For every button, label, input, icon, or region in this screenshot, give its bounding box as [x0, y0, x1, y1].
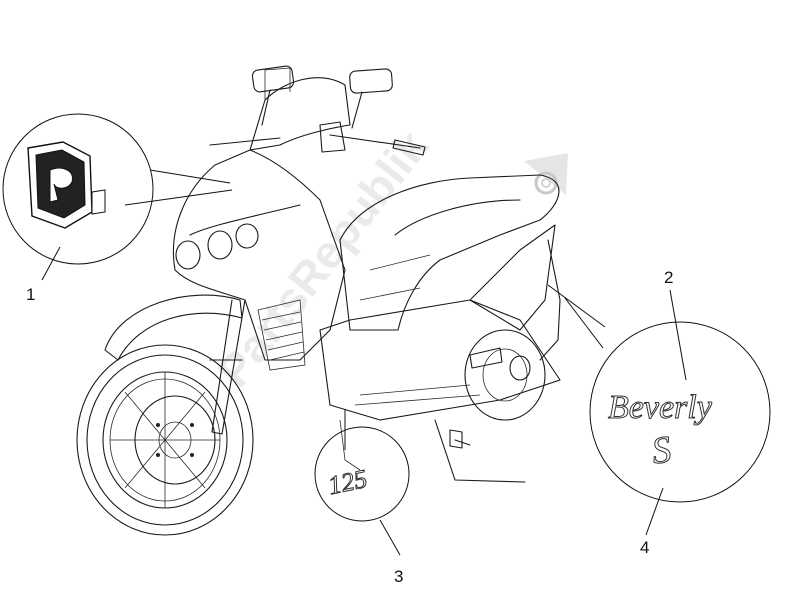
grille: [257, 299, 306, 371]
watermark-text: PartsRepublik: [207, 120, 439, 396]
callout-numbers: 1 2 3 4: [26, 268, 673, 586]
detail-125: 125: [314, 426, 410, 522]
detail-beverly: Beverly S: [589, 321, 771, 503]
decal-s: S: [649, 428, 674, 472]
decal-125: 125: [326, 464, 370, 500]
scooter-illustration: [76, 65, 561, 536]
callout-lines: [41, 169, 687, 556]
callout-number-4: 4: [640, 538, 649, 557]
callout-number-2: 2: [664, 268, 673, 287]
detail-emblem: [2, 113, 154, 265]
decal-beverly: Beverly: [608, 389, 713, 426]
piaggio-logo-icon: [27, 141, 106, 229]
callout-number-1: 1: [26, 285, 35, 304]
watermark: PartsRepublik: [207, 120, 568, 396]
callout-number-3: 3: [394, 567, 403, 586]
gear-icon: [524, 153, 568, 195]
